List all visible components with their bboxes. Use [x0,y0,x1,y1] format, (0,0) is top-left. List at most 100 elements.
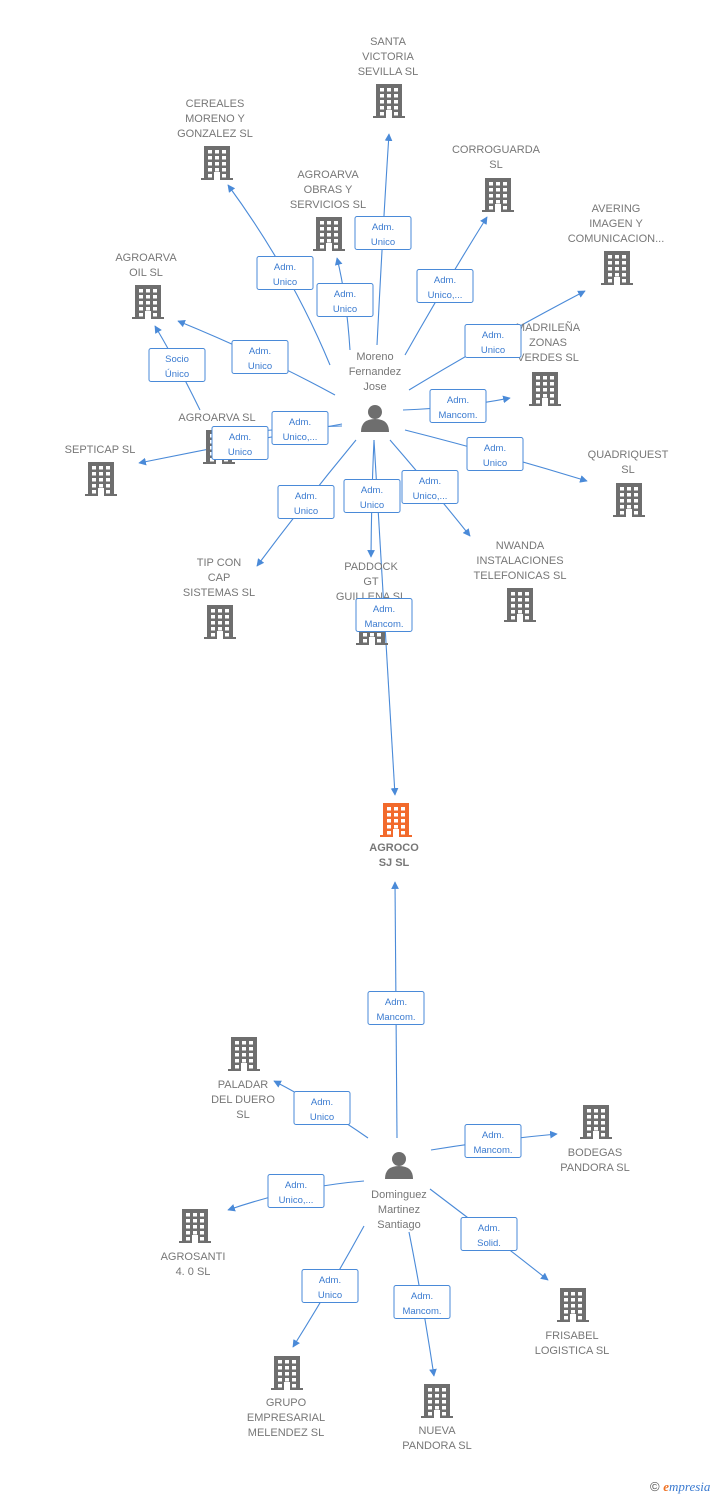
node-label-line: SISTEMAS SL [183,587,255,599]
node-label-line: Martinez [378,1204,420,1216]
node-label-line: GRUPO [266,1397,307,1409]
relation-role-text: Unico [360,500,384,511]
person-icon [361,405,389,432]
building-icon [601,251,633,285]
copyright-symbol: © [650,1479,660,1494]
company-node[interactable]: GRUPO EMPRESARIAL MELENDEZ SL [247,1356,325,1439]
relation-role-text: Adm. [419,476,441,487]
relation-role-text: Mancom. [364,619,403,630]
relation-label-p2-c18[interactable]: Adm.Unico [301,1269,359,1303]
relation-label-p2-main[interactable]: Adm.Mancom. [367,991,425,1025]
relation-role-text: Unico [483,458,507,469]
relation-label-p1-c9[interactable]: Adm.Unico [211,426,269,460]
relation-role-text: Adm. [295,491,317,502]
relation-label-p2-c17[interactable]: Adm.Solid. [460,1217,518,1251]
node-label-line: SL [489,159,502,171]
relation-role-text: Adm. [434,275,456,286]
relation-role-text: Socio [165,354,189,365]
relation-role-text: Adm. [334,289,356,300]
node-label-line: AGROARVA [115,252,177,264]
relation-label-p2-c16[interactable]: Adm.Unico,... [267,1174,325,1208]
node-label-line: FRISABEL [545,1330,598,1342]
relation-role-text: Unico [318,1290,342,1301]
node-label-line: SJ SL [379,857,410,869]
node-label-line: SEPTICAP SL [65,444,136,456]
relation-role-text: Adm. [274,262,296,273]
node-label-line: SEVILLA SL [358,66,419,78]
building-icon [421,1384,453,1418]
node-label-line: Santiago [377,1219,420,1231]
relation-label-p1-c2[interactable]: Adm.Unico [256,256,314,290]
node-label-line: EMPRESARIAL [247,1412,325,1424]
relation-label-p1-c5[interactable]: Adm. Unico [464,324,522,358]
relation-role-text: Adm. [229,432,251,443]
relation-role-text: Adm. [361,485,383,496]
relation-label-p1-c10[interactable]: Adm.Unico [466,437,524,471]
company-node[interactable]: CORROGUARDA SL [452,144,541,212]
copyright-notice: © empresia [650,1479,710,1495]
relation-role-text: Adm. [373,604,395,615]
node-label-line: MELENDEZ SL [248,1427,324,1439]
relation-role-text: Unico,... [283,432,318,443]
node-label-line: SERVICIOS SL [290,199,366,211]
relation-label-p1-c4[interactable]: Adm.Unico [316,283,374,317]
node-label-line: CORROGUARDA [452,144,541,156]
relation-role-text: Unico [294,506,318,517]
node-label-line: Fernandez [349,366,402,378]
node-label-line: AVERING [592,203,641,215]
building-icon [271,1356,303,1390]
relation-label-p1-c1[interactable]: Adm.Unico [354,216,412,250]
relation-label-p2-c15[interactable]: Adm.Mancom. [464,1124,522,1158]
relation-label-p1-main[interactable]: Adm. Mancom. [355,598,413,632]
node-label-line: Moreno [356,351,393,363]
relation-role-text: Adm. [285,1180,307,1191]
relation-label-p1-c13[interactable]: Adm.Unico,... [401,470,459,504]
node-label-line: SANTA [370,36,407,48]
relation-label-p1-c8[interactable]: Adm.Unico,... [271,411,329,445]
relation-label-p1-c7[interactable]: Adm.Mancom. [429,389,487,423]
company-node[interactable]: FRISABEL LOGISTICA SL [535,1288,610,1357]
relation-label-p2-c14[interactable]: Adm.Unico [293,1091,351,1125]
relation-role-text: Adm. [311,1097,333,1108]
relation-role-text: Adm. [482,330,504,341]
relation-label-p1-c3[interactable]: Adm. Unico,... [416,269,474,303]
node-label-line: DEL DUERO [211,1094,275,1106]
node-label-line: NUEVA [418,1425,456,1437]
relation-role-text: Unico [481,345,505,356]
relation-role-text: Único [165,369,189,380]
person-icon [385,1152,413,1179]
node-label-line: AGROARVA SL [178,412,255,424]
node-label-line: COMUNICACION... [568,233,665,245]
relation-label-p1-c6[interactable]: Adm.Unico [231,340,289,374]
node-label-line: LOGISTICA SL [535,1345,610,1357]
empresia-logo[interactable]: empresia [663,1479,711,1494]
relation-label-p1-c12[interactable]: Adm. Unico [343,479,401,513]
node-label-line: PALADAR [218,1079,269,1091]
node-label-line: PANDORA SL [560,1162,630,1174]
relation-label-p1-c11[interactable]: Adm. Unico [277,485,335,519]
node-label-line: TIP CON [197,557,241,569]
company-node[interactable]: SEPTICAP SL [65,444,136,496]
relation-role-text: Unico,... [428,290,463,301]
relation-label-p2-c19[interactable]: Adm.Mancom. [393,1285,451,1319]
node-label-line: ZONAS [529,337,567,349]
node-label-line: QUADRIQUEST [588,449,669,461]
relation-role-text: Adm. [447,395,469,406]
